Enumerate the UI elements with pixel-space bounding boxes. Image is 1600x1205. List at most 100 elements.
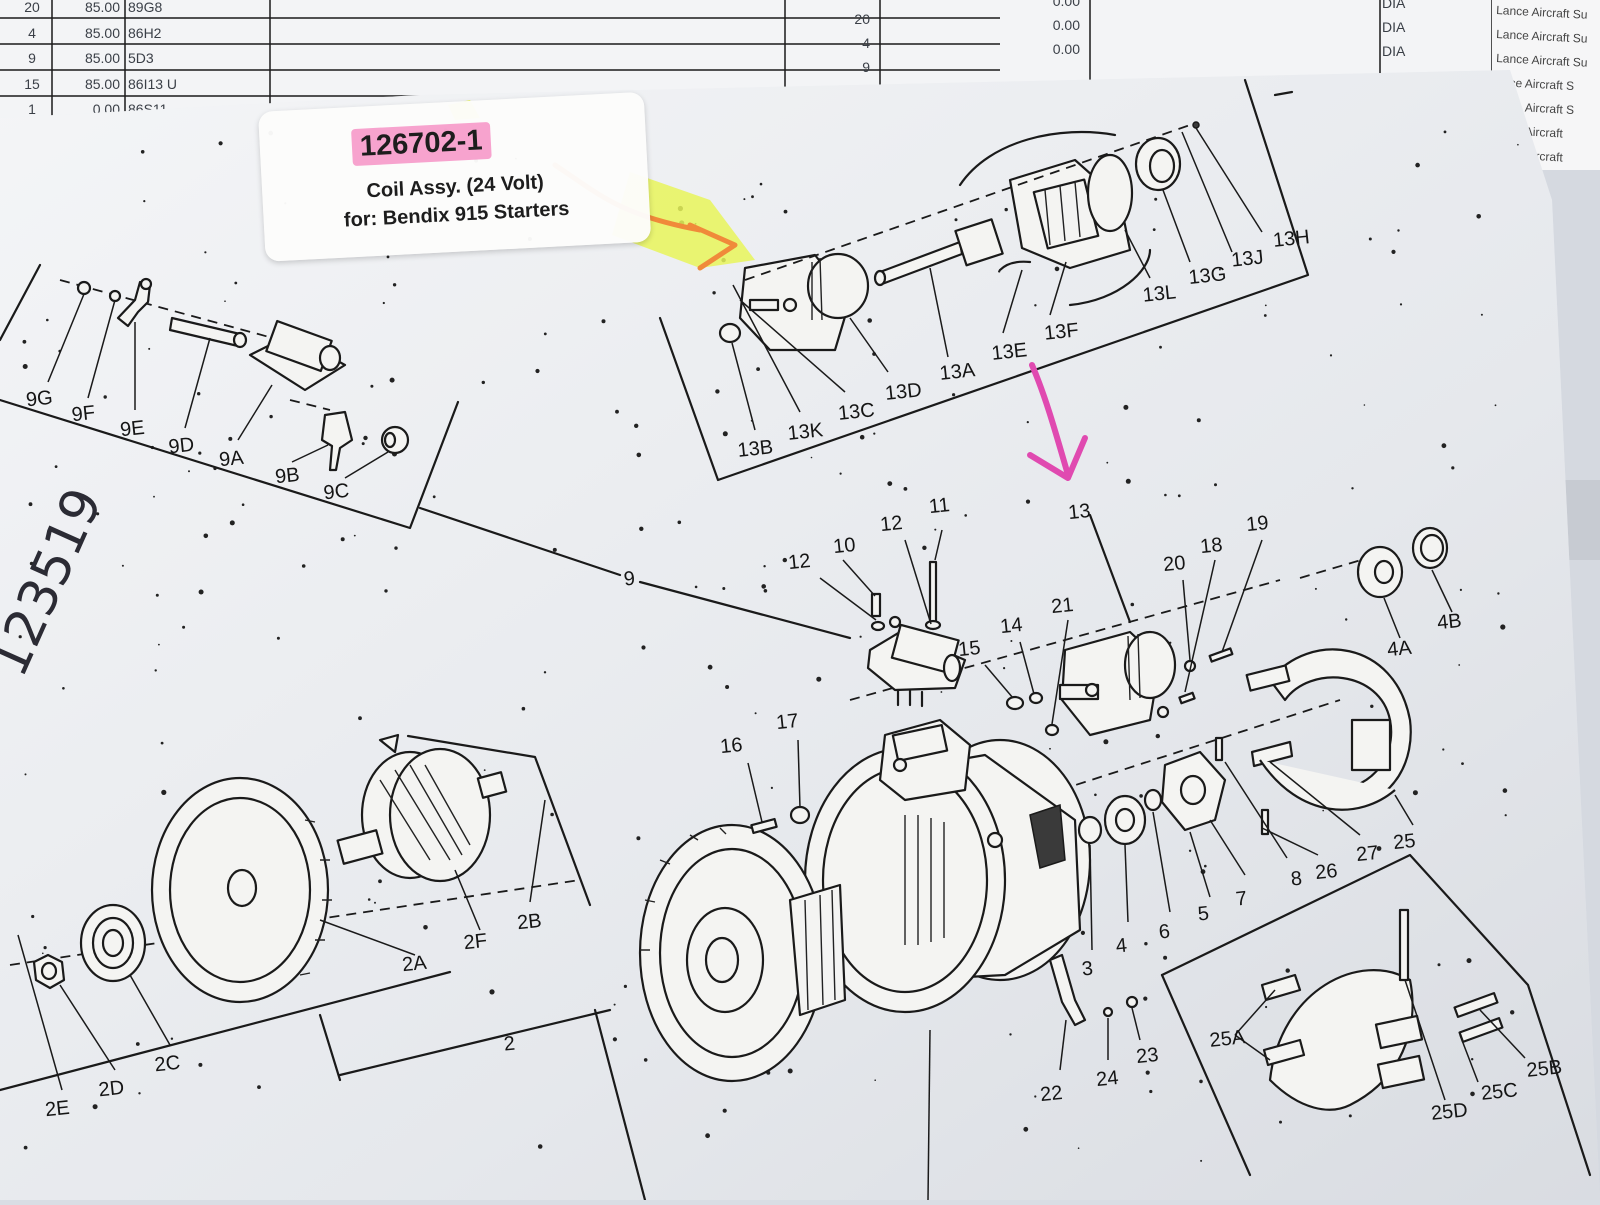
nut-6 <box>1143 788 1163 812</box>
speckle <box>1049 747 1051 750</box>
sheet-right-qty: 9 <box>862 59 870 75</box>
speckle <box>158 643 160 646</box>
sheet-vendor: Lance Aircraft Su <box>1496 3 1588 22</box>
speckle <box>964 514 967 517</box>
speckle <box>1461 762 1464 765</box>
speckle <box>1263 314 1267 317</box>
callout-9e: 9E <box>119 417 146 441</box>
brush-22 <box>1048 953 1087 1027</box>
sheet-price: 85.00 <box>85 50 120 66</box>
speckle <box>1164 493 1167 497</box>
callout-4b: 4B <box>1436 610 1463 634</box>
sheet-right-code: DIA <box>1382 0 1406 11</box>
speckle <box>160 741 164 745</box>
speckle <box>1443 130 1447 134</box>
coil-assembly-inset <box>658 78 1310 482</box>
speckle <box>234 281 238 285</box>
callout-11: 11 <box>928 494 951 518</box>
callout-13f: 13F <box>1043 319 1080 344</box>
speckle <box>1010 640 1013 642</box>
main-assembly <box>0 526 1592 1202</box>
speckle <box>783 209 788 214</box>
speckle <box>867 318 872 323</box>
speckle <box>1149 1089 1153 1094</box>
speckle <box>1026 421 1029 424</box>
speckle <box>22 339 27 344</box>
callout-2b: 2B <box>516 910 543 934</box>
speckle <box>392 283 397 287</box>
seal-ring-13g <box>1134 136 1182 192</box>
speckle <box>543 671 547 674</box>
speckle <box>1470 1091 1475 1097</box>
callout-13a: 13A <box>939 359 977 385</box>
speckle <box>1054 266 1060 272</box>
speckle <box>859 434 865 440</box>
speckle <box>550 812 554 817</box>
speckle <box>276 636 280 640</box>
speckle <box>1510 1010 1515 1015</box>
speckle <box>636 836 641 841</box>
bearing-4a <box>1356 545 1404 599</box>
sheet-qty: 1 <box>28 101 36 117</box>
speckle <box>859 635 862 638</box>
speckle <box>770 786 774 790</box>
speckle <box>386 255 390 259</box>
sheet-right-value: 0.00 <box>1053 0 1080 9</box>
speckle <box>552 547 557 552</box>
speckle <box>29 561 34 566</box>
callout-24: 24 <box>1095 1067 1119 1091</box>
speckle <box>694 585 698 589</box>
speckle <box>1163 955 1168 960</box>
speckle <box>1214 483 1217 487</box>
callout-2d: 2D <box>98 1077 126 1102</box>
speckle <box>712 291 716 295</box>
speckle <box>521 706 526 711</box>
callout-2: 2 <box>503 1033 516 1056</box>
speckle <box>1504 814 1507 817</box>
speckle <box>1329 354 1333 357</box>
callout-25d: 25D <box>1430 1099 1469 1125</box>
speckle <box>1199 1079 1203 1084</box>
speckle <box>188 470 190 473</box>
speckle <box>140 150 145 154</box>
speckle <box>1415 162 1420 168</box>
sheet-right-code: DIA <box>1382 19 1406 35</box>
callout-2f: 2F <box>463 930 489 954</box>
speckle <box>952 393 956 397</box>
speckle <box>46 318 49 322</box>
speckle <box>42 952 44 955</box>
sheet-part: 5D3 <box>128 50 154 66</box>
callout-14: 14 <box>999 614 1023 638</box>
speckle <box>1003 667 1006 670</box>
speckle <box>639 526 644 531</box>
callout-25: 25 <box>1392 830 1416 854</box>
speckle <box>751 195 754 199</box>
speckle <box>228 436 233 441</box>
speckle <box>155 593 159 597</box>
speckle <box>705 1133 710 1139</box>
speckle <box>839 472 842 475</box>
callout-9: 9 <box>623 568 636 591</box>
nut-2d <box>32 953 66 990</box>
callout-2c: 2C <box>154 1052 182 1077</box>
speckle <box>1502 788 1508 793</box>
switch-assembly-inset <box>0 263 460 530</box>
speckle <box>1154 197 1158 201</box>
callout-9b: 9B <box>274 464 301 488</box>
shaft-9d <box>168 316 248 349</box>
callout-7: 7 <box>1235 888 1248 911</box>
speckle <box>135 1042 140 1046</box>
main-housing <box>803 718 1092 1014</box>
speckle <box>715 389 720 394</box>
callout-4a: 4A <box>1386 637 1413 662</box>
speckle <box>121 564 124 567</box>
speckle <box>1494 404 1497 407</box>
speckle <box>1285 968 1290 973</box>
speckle <box>743 198 746 201</box>
speckle <box>143 200 146 203</box>
callout-3: 3 <box>1081 958 1094 981</box>
lever-9e <box>116 277 153 328</box>
speckle <box>1348 1114 1352 1118</box>
speckle <box>1159 345 1162 349</box>
